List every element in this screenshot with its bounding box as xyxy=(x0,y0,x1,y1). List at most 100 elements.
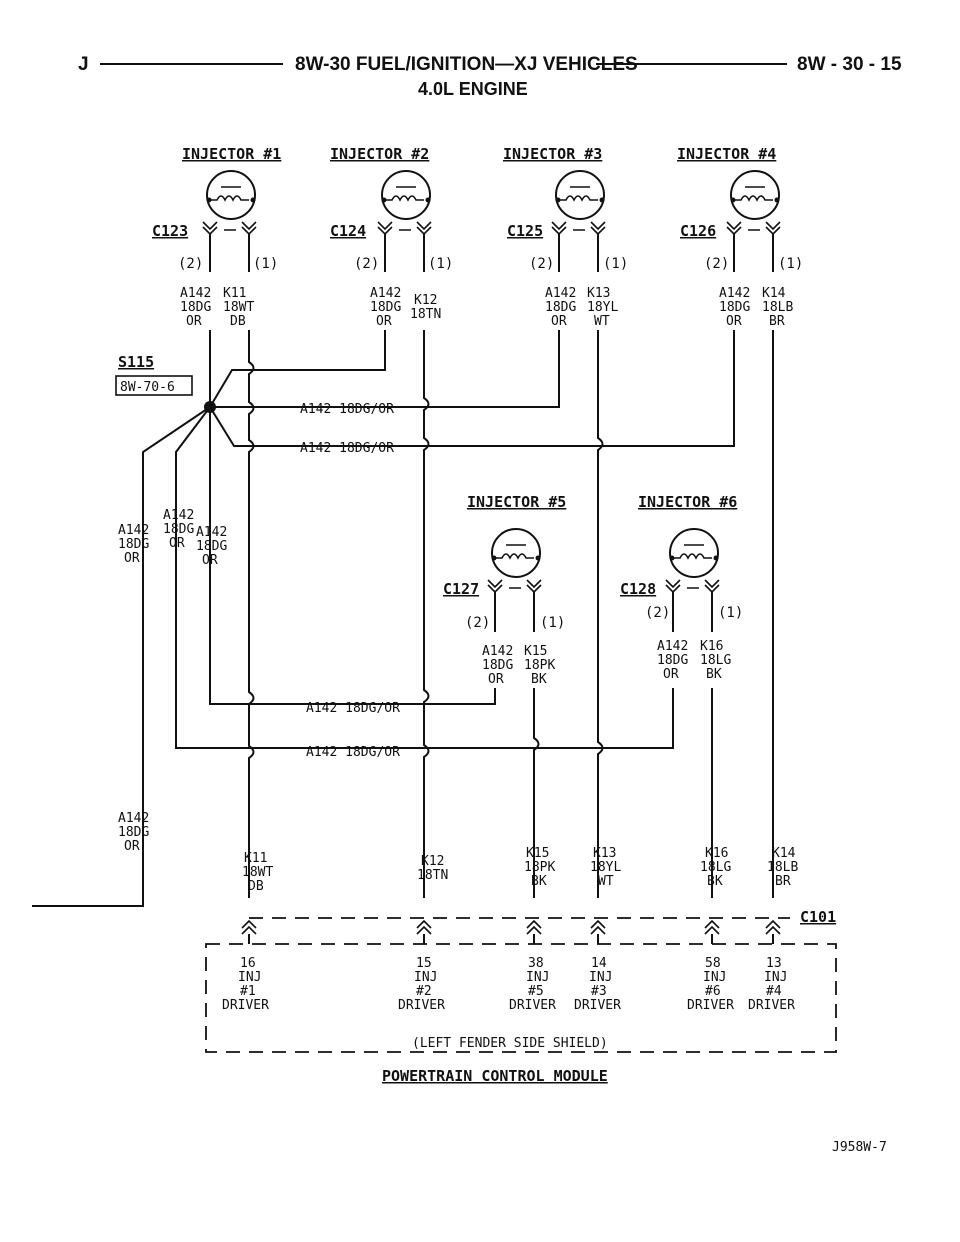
injector-1-title: INJECTOR #1 xyxy=(182,145,281,163)
header-title: 8W-30 FUEL/IGNITION—XJ VEHICLES xyxy=(295,54,638,75)
pin-label: (2) xyxy=(178,256,203,272)
wire-label: 18DG xyxy=(482,658,513,673)
wires-lower xyxy=(256,688,713,898)
wire-label: 18LG xyxy=(700,653,731,668)
pcm-pin: 14 xyxy=(591,956,607,971)
pcm-pin: #3 xyxy=(591,984,607,999)
pcm-pin: INJ xyxy=(764,970,787,985)
injector-1: INJECTOR #1 C123 (2) (1) A142 18DG OR K1… xyxy=(152,145,281,329)
pin-label: (1) xyxy=(718,605,743,621)
wire-label: K14 xyxy=(772,846,796,861)
wire-label: OR xyxy=(551,314,567,329)
pcm-pin: #1 xyxy=(240,984,256,999)
wire-label: OR xyxy=(169,536,185,551)
connector-icon xyxy=(487,579,542,594)
pcm-pin: DRIVER xyxy=(398,998,445,1013)
header-subtitle: 4.0L ENGINE xyxy=(418,79,528,99)
pcm-pin: INJ xyxy=(238,970,261,985)
connector-icon xyxy=(241,919,781,935)
pcm-pin: DRIVER xyxy=(509,998,556,1013)
connector-c125: C125 xyxy=(507,222,543,240)
wire-label: K15 xyxy=(524,644,547,659)
wire-label: 18PK xyxy=(524,658,555,673)
wire-label: K12 xyxy=(414,293,437,308)
injector-coil-icon xyxy=(669,528,719,578)
wires-upper xyxy=(32,330,774,907)
pcm-pin: INJ xyxy=(414,970,437,985)
wire-label: A142 xyxy=(118,523,149,538)
wire-label: K11 xyxy=(244,851,267,866)
pcm-pin: 15 xyxy=(416,956,432,971)
wire-label: 18DG xyxy=(370,300,401,315)
wire-label: BR xyxy=(769,314,785,329)
connector-icon xyxy=(726,221,781,236)
run-label-1: A142 18DG/OR xyxy=(300,402,394,417)
connector-c128: C128 xyxy=(620,580,656,598)
injector-6: INJECTOR #6 C128 (2) (1) A142 18DG OR K1… xyxy=(620,493,743,682)
wire-label: A142 xyxy=(180,286,211,301)
wire-label: A142 xyxy=(370,286,401,301)
wire-label: OR xyxy=(124,839,140,854)
wire-label: A142 xyxy=(118,811,149,826)
run-label-4: A142 18DG/OR xyxy=(306,745,400,760)
wire-label: 18DG xyxy=(719,300,750,315)
pin-label: (2) xyxy=(645,605,670,621)
header-page-number: 8W - 30 - 15 xyxy=(797,54,902,75)
pcm-pin: DRIVER xyxy=(222,998,269,1013)
wire-label: K16 xyxy=(700,639,723,654)
wire-label: 18DG xyxy=(657,653,688,668)
pcm-pin: 16 xyxy=(240,956,256,971)
wire-label: DB xyxy=(230,314,246,329)
pin-label: (1) xyxy=(778,256,803,272)
wire-label: A142 xyxy=(196,525,227,540)
pcm-pin: 58 xyxy=(705,956,721,971)
connector-c127: C127 xyxy=(443,580,479,598)
wire-label: 18DG xyxy=(545,300,576,315)
pcm-pins: 16 INJ #1 DRIVER 15 INJ #2 DRIVER 38 INJ… xyxy=(222,956,795,1013)
pcm-note: (LEFT FENDER SIDE SHIELD) xyxy=(412,1036,608,1051)
wire-label: 18LG xyxy=(700,860,731,875)
pcm-pin: #4 xyxy=(766,984,782,999)
wire-label: K13 xyxy=(593,846,616,861)
wire-label: BK xyxy=(707,874,723,889)
wire-label: 18LB xyxy=(767,860,798,875)
wire-label: WT xyxy=(594,314,610,329)
wire-label: WT xyxy=(598,874,614,889)
injector-5-title: INJECTOR #5 xyxy=(467,493,566,511)
pcm-pin: #6 xyxy=(705,984,721,999)
wire-label: 18TN xyxy=(410,307,441,322)
wire-label: OR xyxy=(202,553,218,568)
connector-icon xyxy=(551,221,606,236)
wire-label: 18WT xyxy=(242,865,273,880)
wire-label: 18DG xyxy=(118,825,149,840)
connector-c101-row xyxy=(241,917,790,944)
pin-label: (1) xyxy=(603,256,628,272)
injector-4: INJECTOR #4 C126 (2) (1) A142 18DG OR K1… xyxy=(677,145,803,329)
wire-label: OR xyxy=(186,314,202,329)
wire-label: 18WT xyxy=(223,300,254,315)
wire-label: 18LB xyxy=(762,300,793,315)
pcm-pin: #2 xyxy=(416,984,432,999)
pin-label: (1) xyxy=(428,256,453,272)
pcm-pin: INJ xyxy=(526,970,549,985)
connector-icon xyxy=(665,579,720,594)
connector-c101: C101 xyxy=(800,908,836,926)
header-letter: J xyxy=(78,54,89,75)
wire-label: OR xyxy=(488,672,504,687)
connector-c123: C123 xyxy=(152,222,188,240)
pin-label: (1) xyxy=(540,615,565,631)
wire-label: 18DG xyxy=(163,522,194,537)
injector-coil-icon xyxy=(730,170,780,220)
pcm-pin: #5 xyxy=(528,984,544,999)
injector-2: INJECTOR #2 C124 (2) (1) A142 18DG OR K1… xyxy=(330,145,453,329)
wire-label: 18DG xyxy=(118,537,149,552)
wire-label: 18TN xyxy=(417,868,448,883)
pcm-pin: INJ xyxy=(703,970,726,985)
wire-label: OR xyxy=(376,314,392,329)
wire-label: K16 xyxy=(705,846,728,861)
pcm-pin: INJ xyxy=(589,970,612,985)
injector-coil-icon xyxy=(491,528,541,578)
wire-label: K15 xyxy=(526,846,549,861)
wire-label: K14 xyxy=(762,286,786,301)
